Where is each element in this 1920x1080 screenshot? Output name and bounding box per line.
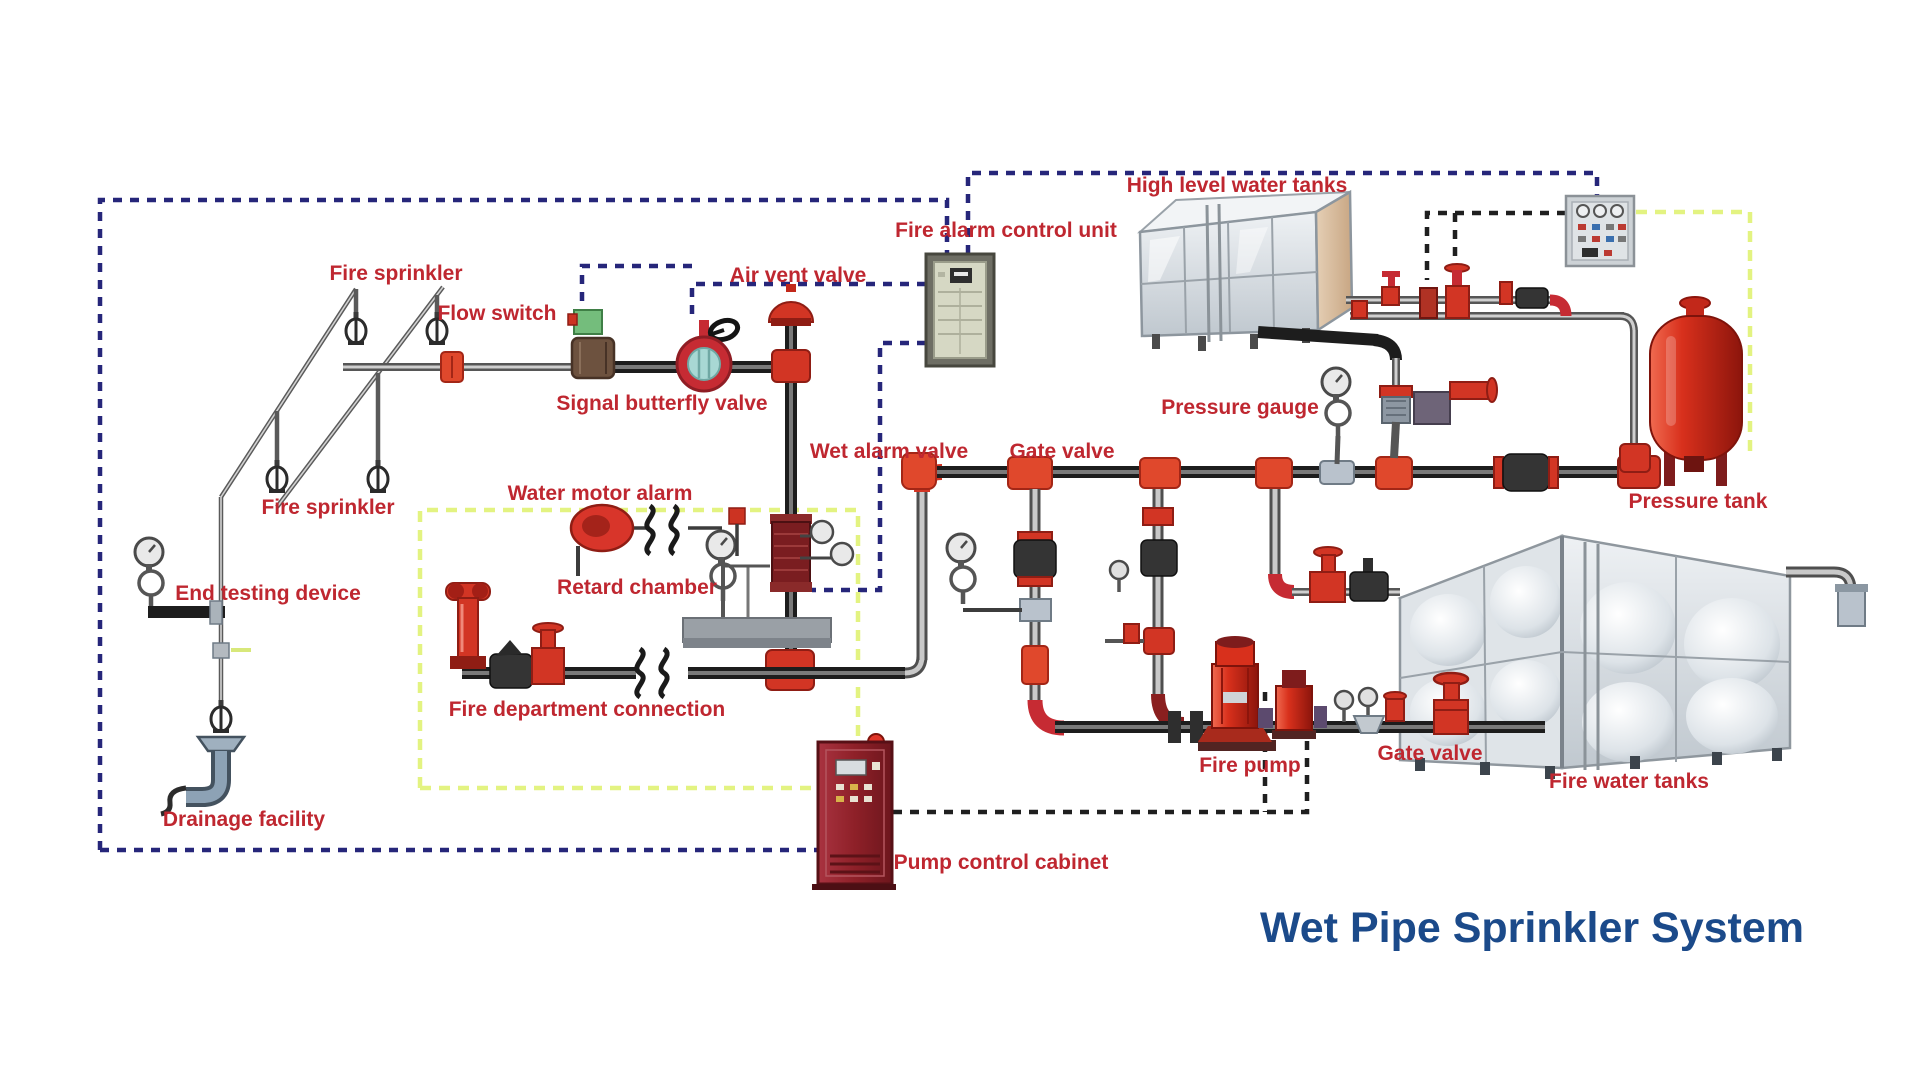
wire-flow-switch: [579, 263, 692, 330]
check-valve: [1515, 287, 1549, 309]
check-valve: [1493, 453, 1559, 492]
wire-yellow-zone: [417, 507, 861, 788]
fire-water-tank-gate-valve: [1432, 671, 1470, 735]
check-valve: [1013, 539, 1057, 579]
label-fire-alarm-control-unit: Fire alarm control unit: [895, 219, 1117, 242]
wire-butterfly-valve: [689, 281, 926, 316]
pressure-gauge-icon: [1357, 686, 1379, 721]
riser-tee: [771, 349, 811, 383]
label-drainage-facility: Drainage facility: [163, 808, 326, 831]
sprinkler-icon: [211, 700, 231, 731]
label-fire-sprinkler-lower: Fire sprinkler: [261, 496, 394, 519]
fire-pump-1: [1198, 636, 1276, 751]
flow-switch: [567, 309, 616, 380]
pressure-tank: [1649, 296, 1743, 486]
pressure-gauge-icon: [1108, 559, 1130, 594]
pressure-gauge-icon: [947, 534, 975, 604]
label-water-motor-alarm: Water motor alarm: [508, 482, 693, 505]
high-level-water-tank: [1136, 189, 1354, 351]
fire-department-connection: [445, 582, 565, 689]
motor-valve: [1445, 285, 1470, 319]
sprinkler-icon: [346, 312, 366, 343]
label-pressure-tank: Pressure tank: [1629, 490, 1768, 513]
label-fire-pump: Fire pump: [1199, 754, 1301, 777]
alarm-loop-border: [97, 197, 950, 850]
wet-alarm-valve-body: [771, 521, 811, 585]
label-signal-butterfly-valve: Signal butterfly valve: [556, 392, 767, 415]
solenoid-valve: [1419, 287, 1438, 319]
sprinkler-icon: [267, 460, 287, 491]
fire-alarm-control-unit: [924, 252, 996, 368]
label-flow-switch: Flow switch: [437, 302, 556, 325]
main-elbow: [901, 452, 937, 490]
water-motor-alarm: [569, 505, 746, 576]
signal-butterfly-valve: [675, 317, 741, 393]
pressure-gauge-icon: [1322, 368, 1350, 438]
drain-hook: [160, 785, 187, 817]
pressure-reducing-valve: [1413, 391, 1451, 425]
gate-valve: [1309, 571, 1346, 603]
wire-control-to-panel: [965, 170, 1600, 254]
pressure-gauge-icon: [1333, 689, 1355, 724]
drainage-facility: [160, 735, 247, 817]
end-testing-device: [135, 538, 251, 659]
gate-valve-drop: [947, 489, 1065, 736]
globe-valve: [1349, 571, 1389, 602]
tank-control-panel: [1564, 194, 1636, 268]
label-wet-alarm-valve: Wet alarm valve: [810, 440, 968, 463]
wire-yellow-panel: [1636, 209, 1753, 452]
page-title: Wet Pipe Sprinkler System: [1260, 904, 1804, 952]
label-end-testing-device: End testing device: [175, 582, 361, 605]
label-gate-valve-main: Gate valve: [1009, 440, 1114, 463]
label-fire-water-tanks: Fire water tanks: [1549, 770, 1709, 793]
label-fire-sprinkler-top: Fire sprinkler: [329, 262, 462, 285]
gate-valve: [531, 647, 565, 685]
pressure-gauge-main: [1322, 368, 1350, 465]
air-vent-valve-dome: [767, 301, 815, 323]
label-pressure-gauge: Pressure gauge: [1161, 396, 1319, 419]
sprinkler-branch-piping: [211, 285, 447, 731]
tank-overflow-pipe: [1786, 566, 1868, 627]
pump-riser-drop: [1105, 489, 1185, 731]
wire-panel-valve-1: [1424, 210, 1566, 280]
tank-feed-drop: [1268, 489, 1400, 603]
trim-gauge-icon: [829, 541, 855, 567]
label-pump-control-cabinet: Pump control cabinet: [894, 851, 1109, 874]
riser-piping: [682, 284, 855, 691]
label-fire-department-connection: Fire department connection: [449, 698, 726, 721]
label-air-vent-valve: Air vent valve: [730, 264, 867, 287]
check-valve: [489, 653, 533, 689]
label-retard-chamber: Retard chamber: [557, 576, 717, 599]
pump-discharge-fittings: [1333, 686, 1407, 734]
upper-main-piping: [901, 452, 1661, 492]
end-test-gauge-icon: [135, 538, 163, 608]
trim-gauge-icon: [809, 519, 835, 545]
sprinkler-icon: [368, 460, 388, 491]
label-high-level-water-tanks: High level water tanks: [1127, 174, 1348, 197]
fire-pump-2: [1258, 670, 1327, 739]
pump-control-cabinet: [812, 733, 896, 890]
wire-wet-alarm-valve: [812, 340, 926, 593]
label-gate-valve-tank: Gate valve: [1377, 742, 1482, 765]
high-tank-piping: [1257, 263, 1651, 473]
